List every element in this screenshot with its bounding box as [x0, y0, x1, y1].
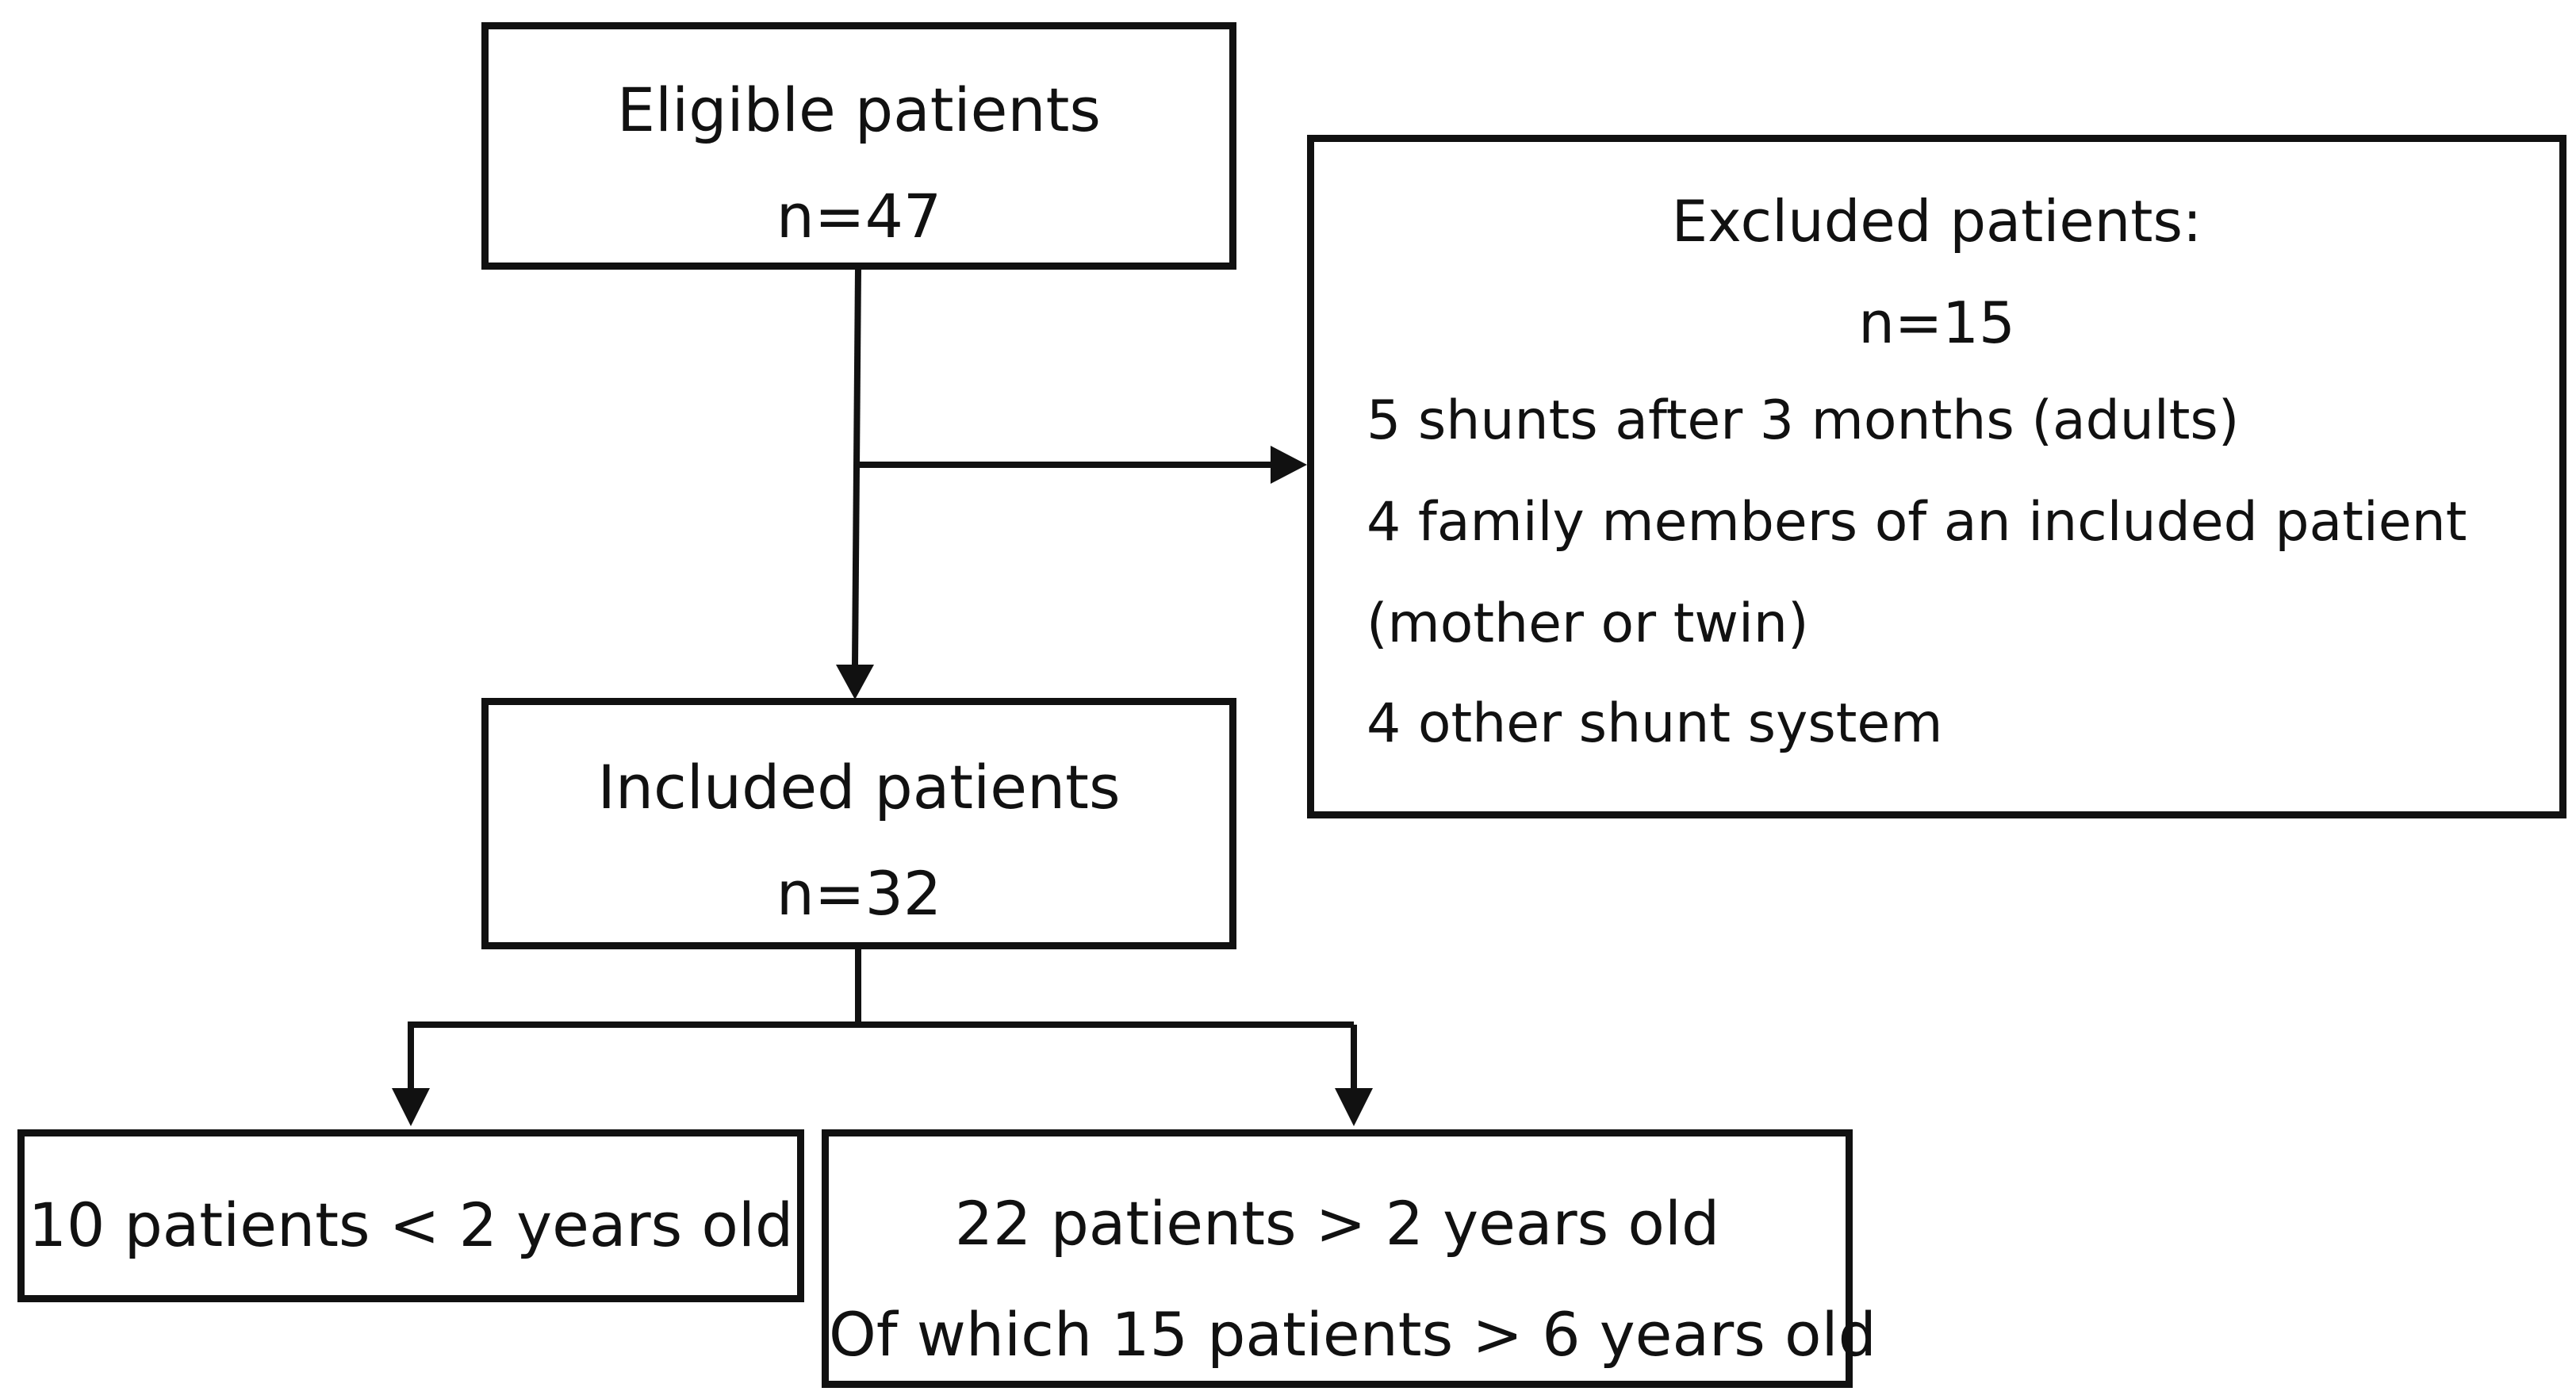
eligible-to-included-line	[852, 267, 861, 665]
included-patients-box: Included patients n=32	[481, 698, 1236, 949]
eligible-patients-box: Eligible patients n=47	[481, 22, 1236, 270]
arrowhead-to-included	[836, 665, 874, 700]
exclusion-reason: 4 family members of an included patient	[1367, 491, 2467, 554]
under-two-years-box: 10 patients < 2 years old	[17, 1129, 804, 1302]
over-two-years-box: 22 patients > 2 years old Of which 15 pa…	[822, 1129, 1876, 1388]
excluded-count: n=15	[1858, 289, 2015, 356]
arrowhead-to-excluded	[1271, 446, 1307, 484]
included-count: n=32	[776, 858, 942, 929]
over-two-sublabel: Of which 15 patients > 6 years old	[829, 1299, 1876, 1370]
arrowhead-to-over-two	[1335, 1088, 1373, 1126]
exclusion-reason: (mother or twin)	[1367, 592, 1809, 655]
eligible-title: Eligible patients	[617, 75, 1101, 145]
exclusion-reason: 5 shunts after 3 months (adults)	[1367, 389, 2240, 452]
under-two-label: 10 patients < 2 years old	[28, 1190, 794, 1260]
eligible-count: n=47	[776, 181, 942, 251]
included-title: Included patients	[597, 752, 1121, 822]
arrowhead-to-under-two	[392, 1088, 430, 1126]
exclusion-reason: 4 other shunt system	[1367, 692, 1943, 755]
excluded-patients-box: Excluded patients: n=15 5 shunts after 3…	[1307, 135, 2566, 818]
excluded-title: Excluded patients:	[1671, 188, 2202, 255]
over-two-label: 22 patients > 2 years old	[954, 1188, 1720, 1259]
